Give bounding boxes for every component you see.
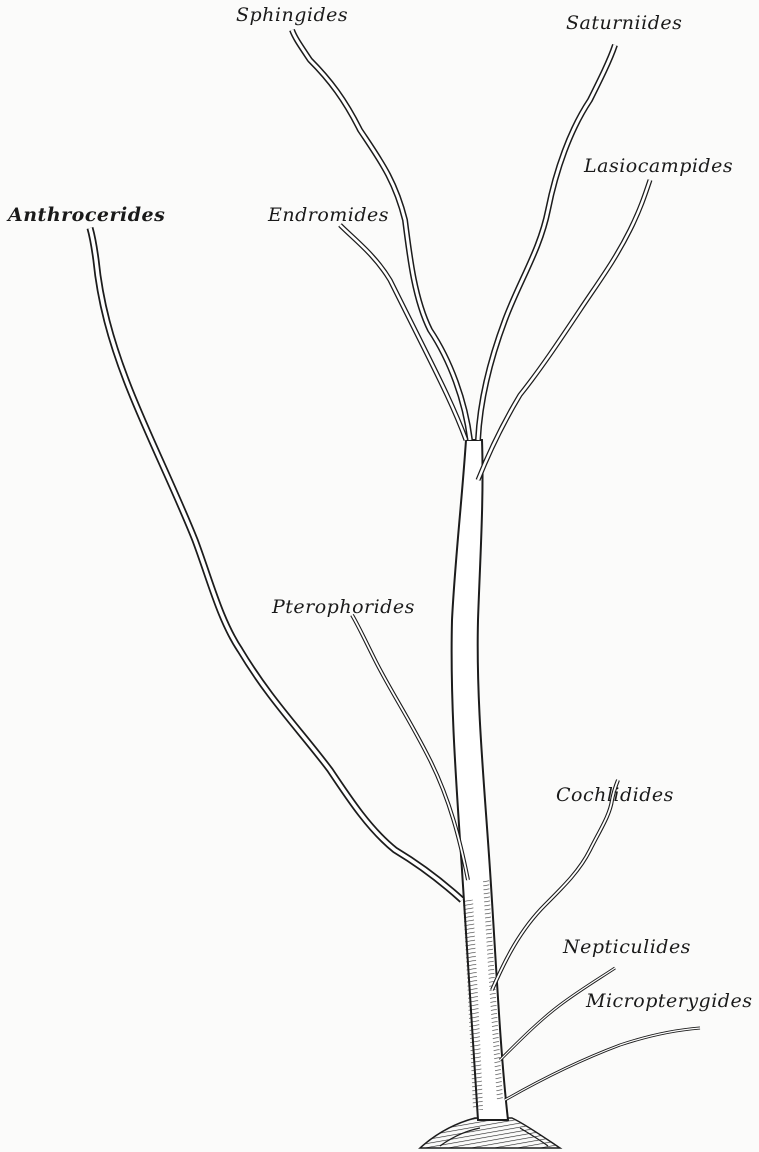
branch-cochlidides bbox=[492, 780, 618, 990]
label-lasiocampides: Lasiocampides bbox=[584, 155, 733, 177]
label-pterophorides: Pterophorides bbox=[272, 596, 415, 618]
label-endromides: Endromides bbox=[268, 204, 389, 226]
tree-roots bbox=[420, 1118, 560, 1148]
branch-anthrocerides bbox=[90, 228, 462, 900]
label-micropterygides: Micropterygides bbox=[586, 990, 752, 1012]
branch-saturniides bbox=[478, 45, 615, 440]
label-nepticulides: Nepticulides bbox=[563, 936, 691, 958]
branch-micropterygides bbox=[505, 1028, 700, 1100]
branch-nepticulides bbox=[500, 968, 615, 1060]
label-saturniides: Saturniides bbox=[566, 12, 682, 34]
branch-pterophorides bbox=[352, 615, 468, 880]
branch-sphingides bbox=[292, 30, 470, 440]
tree-trunk bbox=[452, 440, 508, 1120]
label-sphingides: Sphingides bbox=[236, 4, 348, 26]
branch-endromides bbox=[340, 225, 466, 440]
label-anthrocerides: Anthrocerides bbox=[8, 204, 165, 226]
label-cochlidides: Cochlidides bbox=[556, 784, 674, 806]
